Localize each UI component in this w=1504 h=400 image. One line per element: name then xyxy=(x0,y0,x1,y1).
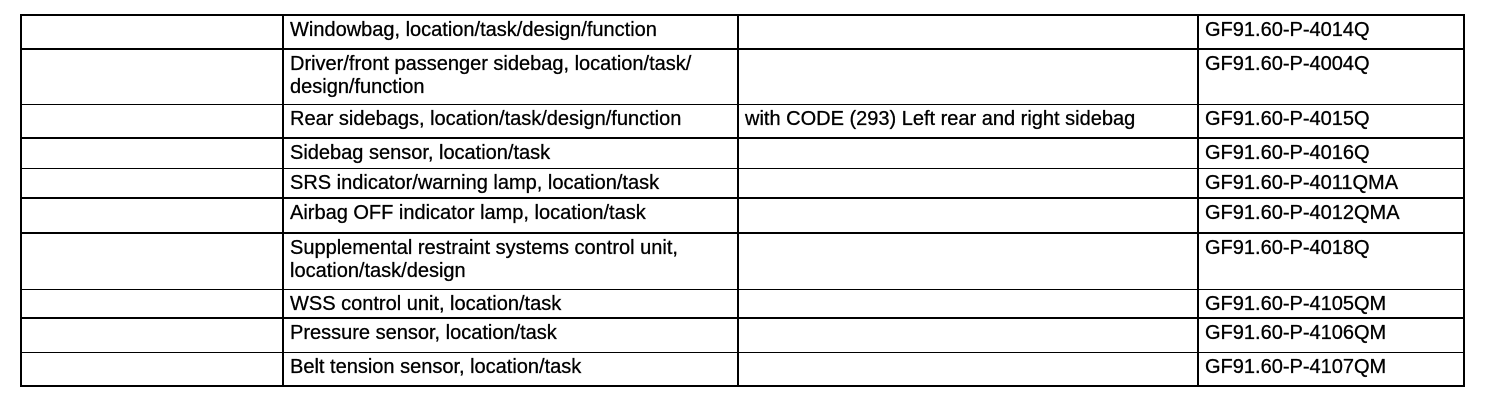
function-description-table: Windowbag, location/task/design/function… xyxy=(20,14,1465,387)
table-row: Belt tension sensor, location/task GF91.… xyxy=(20,351,1465,387)
empty-cell xyxy=(20,317,284,353)
condition-cell xyxy=(737,351,1199,387)
item-description-cell: WSS control unit, location/task xyxy=(282,288,739,319)
empty-cell xyxy=(20,48,284,105)
table-row: Rear sidebags, location/task/design/func… xyxy=(20,103,1465,139)
item-description-cell: SRS indicator/warning lamp, location/tas… xyxy=(282,167,739,199)
document-code-cell: GF91.60-P-4105QM xyxy=(1197,288,1465,319)
table-row: Supplemental restraint systems control u… xyxy=(20,232,1465,290)
empty-cell xyxy=(20,103,284,139)
condition-cell xyxy=(737,197,1199,234)
table-row: WSS control unit, location/task GF91.60-… xyxy=(20,288,1465,319)
condition-cell xyxy=(737,167,1199,199)
item-description-cell: Windowbag, location/task/design/function xyxy=(282,14,739,50)
empty-cell xyxy=(20,288,284,319)
document-code-cell: GF91.60-P-4012QMA xyxy=(1197,197,1465,234)
document-code-cell: GF91.60-P-4015Q xyxy=(1197,103,1465,139)
table-row: Windowbag, location/task/design/function… xyxy=(20,14,1465,50)
table-row: SRS indicator/warning lamp, location/tas… xyxy=(20,167,1465,199)
item-description-cell: Belt tension sensor, location/task xyxy=(282,351,739,387)
table-row: Pressure sensor, location/task GF91.60-P… xyxy=(20,317,1465,353)
document-code-cell: GF91.60-P-4107QM xyxy=(1197,351,1465,387)
empty-cell xyxy=(20,197,284,234)
item-description-cell: Driver/front passenger sidebag, location… xyxy=(282,48,739,105)
table-row: Driver/front passenger sidebag, location… xyxy=(20,48,1465,105)
item-description-cell: Airbag OFF indicator lamp, location/task xyxy=(282,197,739,234)
item-description-cell: Supplemental restraint systems control u… xyxy=(282,232,739,290)
item-description-cell: Sidebag sensor, location/task xyxy=(282,137,739,169)
table-row: Sidebag sensor, location/task GF91.60-P-… xyxy=(20,137,1465,169)
document-code-cell: GF91.60-P-4106QM xyxy=(1197,317,1465,353)
item-description-cell: Rear sidebags, location/task/design/func… xyxy=(282,103,739,139)
document-code-cell: GF91.60-P-4011QMA xyxy=(1197,167,1465,199)
condition-cell xyxy=(737,137,1199,169)
document-code-cell: GF91.60-P-4014Q xyxy=(1197,14,1465,50)
condition-cell xyxy=(737,317,1199,353)
condition-cell: with CODE (293) Left rear and right side… xyxy=(737,103,1199,139)
empty-cell xyxy=(20,14,284,50)
condition-cell xyxy=(737,288,1199,319)
table-row: Airbag OFF indicator lamp, location/task… xyxy=(20,197,1465,234)
empty-cell xyxy=(20,137,284,169)
condition-cell xyxy=(737,232,1199,290)
document-code-cell: GF91.60-P-4018Q xyxy=(1197,232,1465,290)
condition-cell xyxy=(737,14,1199,50)
empty-cell xyxy=(20,232,284,290)
document-code-cell: GF91.60-P-4004Q xyxy=(1197,48,1465,105)
document-code-cell: GF91.60-P-4016Q xyxy=(1197,137,1465,169)
empty-cell xyxy=(20,167,284,199)
item-description-cell: Pressure sensor, location/task xyxy=(282,317,739,353)
condition-cell xyxy=(737,48,1199,105)
empty-cell xyxy=(20,351,284,387)
